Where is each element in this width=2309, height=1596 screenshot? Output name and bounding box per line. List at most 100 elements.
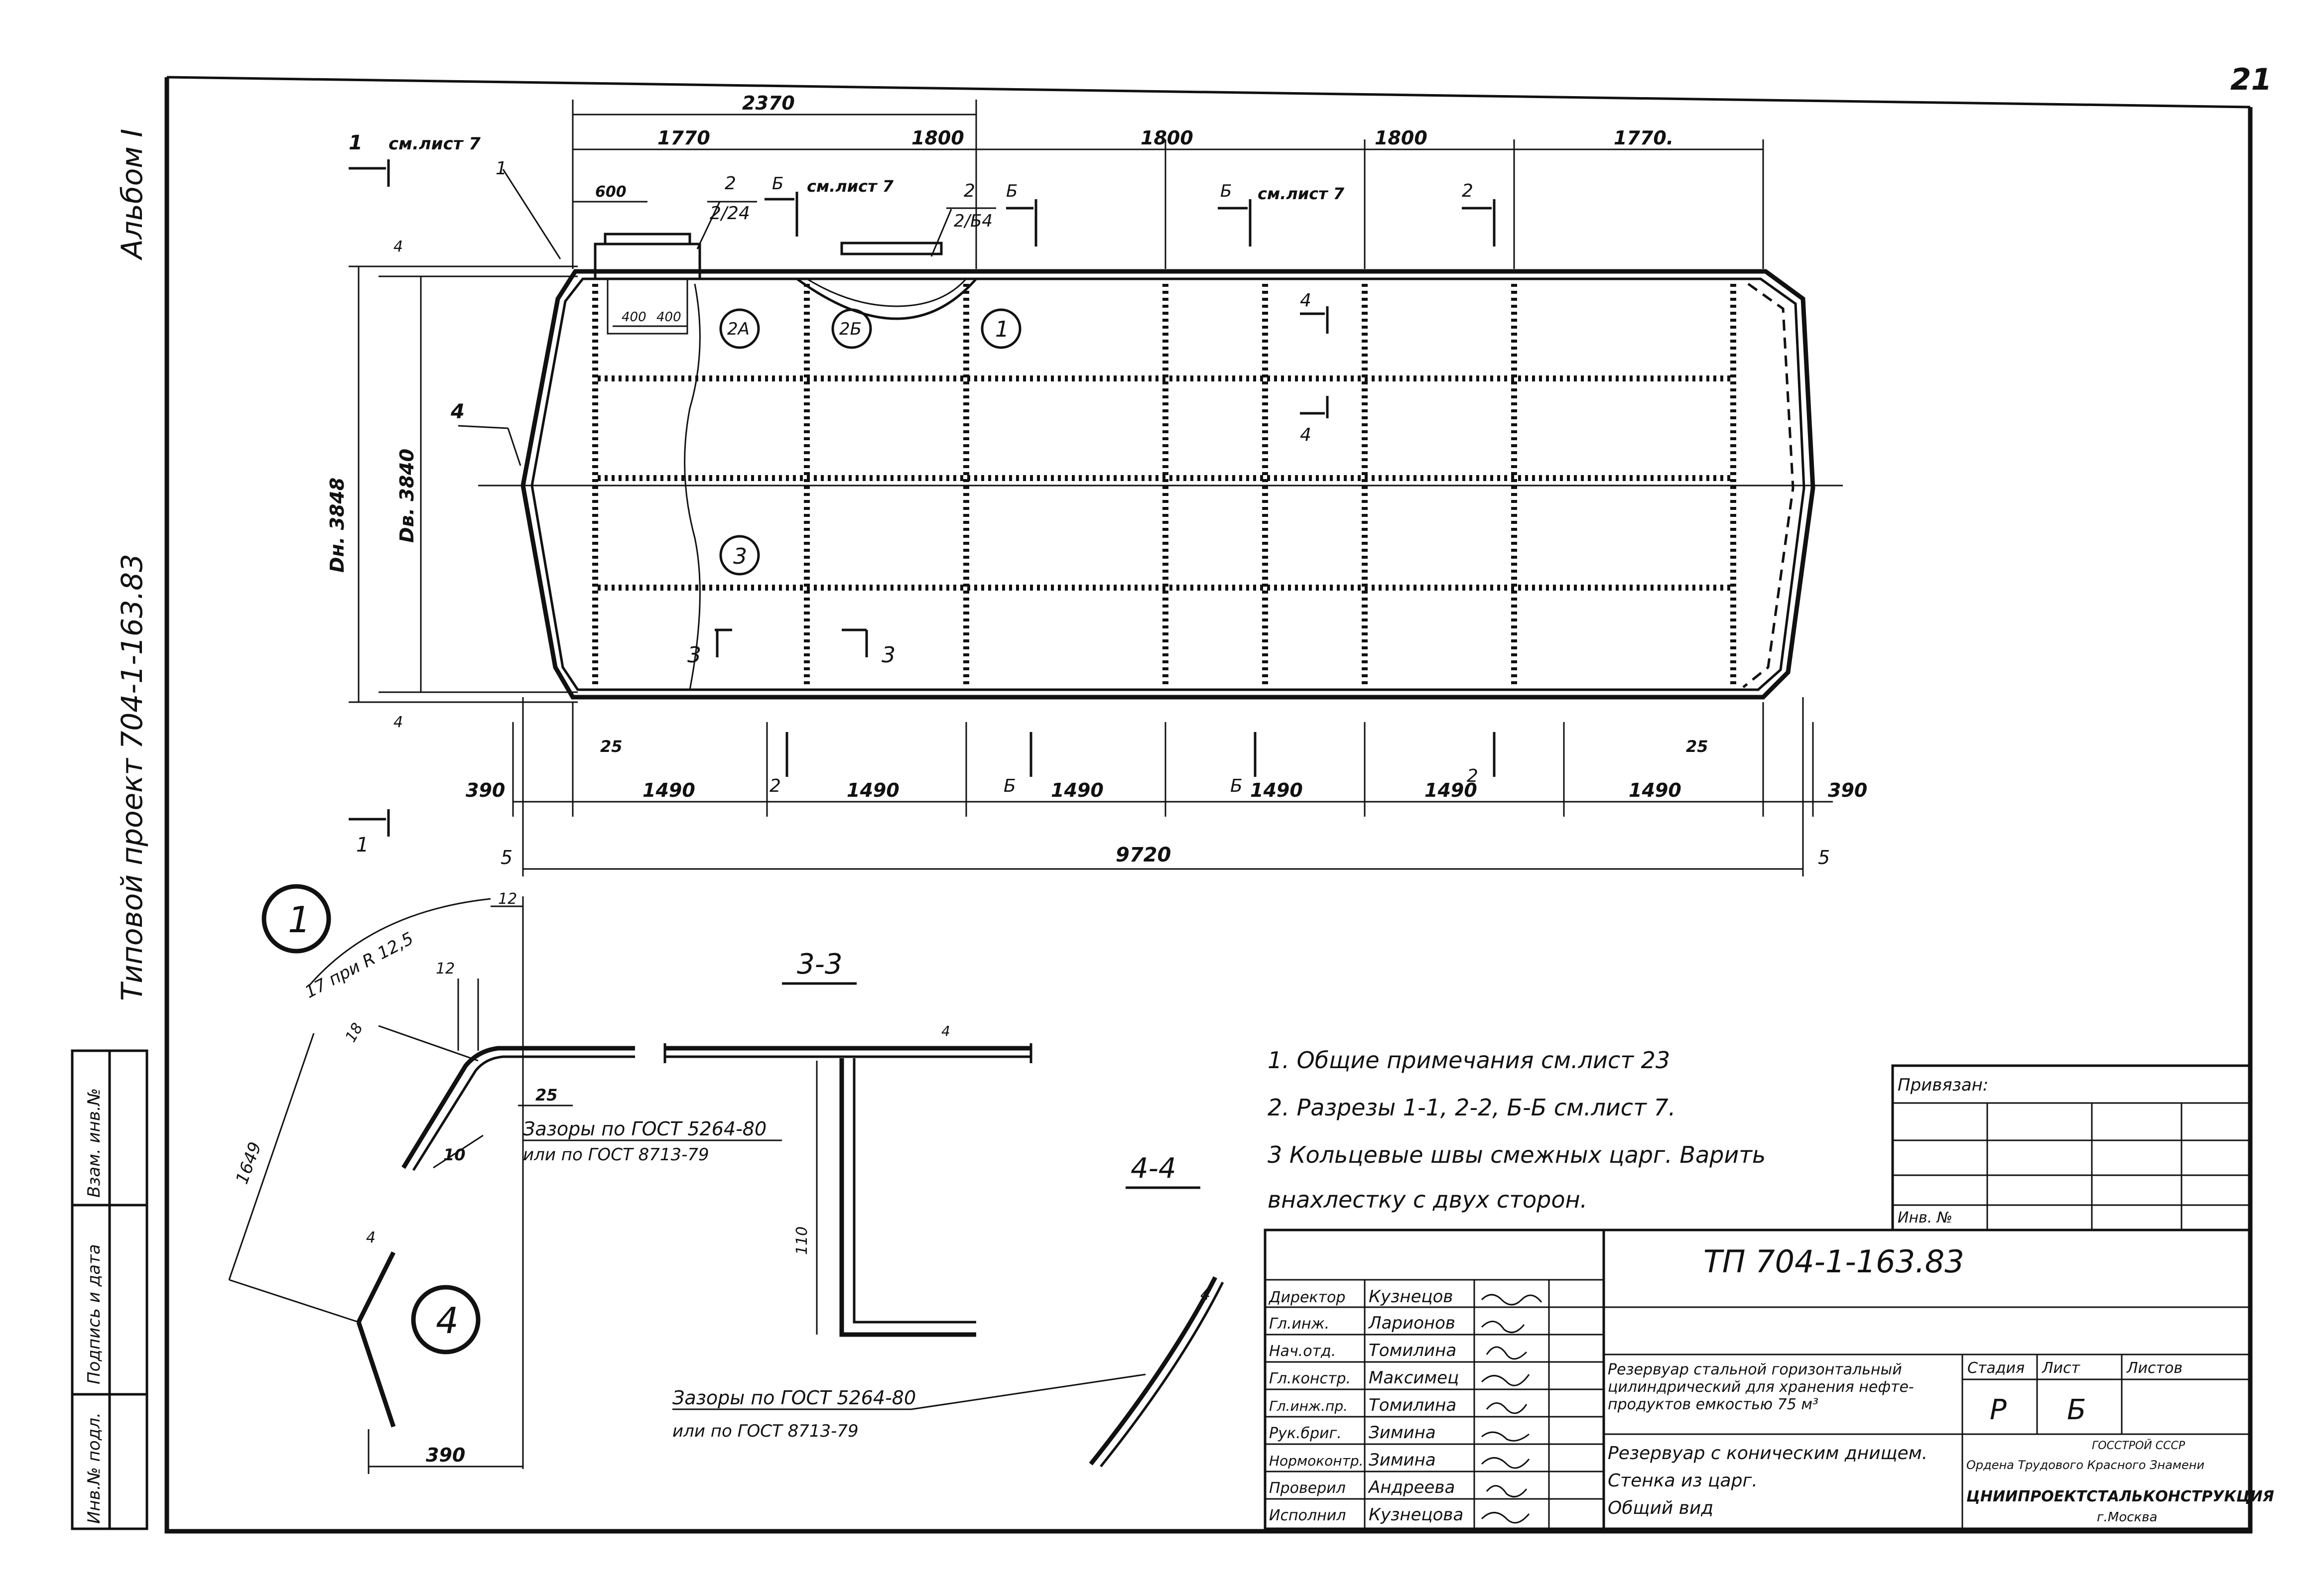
side-stamp-replace: Взам. инв.№ bbox=[84, 1088, 104, 1198]
dim-bottom-3: 1490 bbox=[1051, 779, 1104, 801]
sec-5-right: 5 bbox=[1818, 847, 1830, 868]
staff-name-6: Зимина bbox=[1369, 1450, 1436, 1470]
sec-b-bottom1: Б bbox=[1004, 776, 1016, 796]
note-2: 2. Разрезы 1-1, 2-2, Б-Б см.лист 7. bbox=[1268, 1094, 1675, 1121]
staff-role-6: Нормоконтр. bbox=[1269, 1453, 1364, 1469]
section-4-4-title: 4-4 bbox=[1131, 1152, 1176, 1185]
notes: 1. Общие примечания см.лист 23 2. Разрез… bbox=[1268, 1047, 1766, 1213]
staff-name-3: Максимец bbox=[1369, 1368, 1459, 1388]
dim-top-0: 2370 bbox=[742, 92, 795, 114]
detail-1-dim-12b: 12 bbox=[436, 960, 455, 978]
main-view: 2А 2Б 1 3 2370 1770 1800 1800 1800 1770.… bbox=[326, 92, 1867, 876]
section-3-3-dim-110: 110 bbox=[793, 1227, 811, 1255]
detail-1-gap-note2: или по ГОСТ 8713-79 bbox=[523, 1145, 709, 1165]
dim-600: 600 bbox=[595, 183, 627, 201]
staff-role-0: Директор bbox=[1268, 1289, 1345, 1306]
project-side-title: Типовой проект 704-1-163.83 bbox=[115, 554, 149, 1001]
staff-name-5: Зимина bbox=[1369, 1423, 1436, 1443]
detail-1-dim-12a: 12 bbox=[498, 890, 517, 908]
sec-2-top-ref: 2/24 bbox=[710, 203, 750, 224]
tb-inv-no: Инв. № bbox=[1898, 1209, 1952, 1227]
section-3-3-title: 3-3 bbox=[797, 948, 842, 981]
dim-4-bottom: 4 bbox=[393, 714, 403, 731]
dim-bottom-2: 1490 bbox=[847, 779, 899, 801]
tb-stage-label: Стадия bbox=[1967, 1359, 2025, 1377]
staff-role-2: Нач.отд. bbox=[1269, 1343, 1336, 1360]
album-label: Альбом I bbox=[115, 129, 149, 261]
sec-1-ref: см.лист 7 bbox=[388, 134, 481, 154]
side-stamp-sign: Подпись и дата bbox=[84, 1244, 104, 1384]
detail-1-marker: 1 bbox=[288, 899, 311, 941]
dim-top-4: 1800 bbox=[1375, 127, 1427, 149]
callout-1c: 1 bbox=[995, 317, 1009, 342]
detail-1: 1 17 при R 12,5 12 12 18 25 1649 10 4 4 … bbox=[228, 884, 782, 1474]
tb-sheet-title-0: Резервуар с коническим днищем. bbox=[1608, 1443, 1927, 1464]
sec-5-left: 5 bbox=[501, 847, 513, 868]
section-3-3-dim-4: 4 bbox=[941, 1023, 950, 1039]
sec-3-label-a: 3 bbox=[687, 642, 701, 668]
staff-name-8: Кузнецова bbox=[1369, 1505, 1463, 1525]
dim-top-3: 1800 bbox=[1141, 127, 1193, 149]
detail-1-gap-note1: Зазоры по ГОСТ 5264-80 bbox=[523, 1118, 767, 1140]
tb-desc-line-0: Резервуар стальной горизонтальный bbox=[1608, 1361, 1902, 1378]
detail-1-dim-390: 390 bbox=[426, 1444, 465, 1466]
note-3: 3 Кольцевые швы смежных царг. Варить bbox=[1268, 1141, 1766, 1168]
staff-role-1: Гл.инж. bbox=[1269, 1315, 1329, 1333]
sec-2c-label: 2 bbox=[1462, 181, 1473, 201]
dim-bottom-4: 1490 bbox=[1250, 779, 1303, 801]
sec-2-top-label: 2 bbox=[725, 173, 736, 194]
staff-role-8: Исполнил bbox=[1269, 1507, 1346, 1524]
detail-1-dim-1649: 1649 bbox=[232, 1139, 265, 1187]
dim-bottom-6: 1490 bbox=[1629, 779, 1681, 801]
sec-b3-ref: см.лист 7 bbox=[1258, 184, 1345, 203]
note-1: 1. Общие примечания см.лист 23 bbox=[1268, 1047, 1670, 1074]
tb-sheets-label: Листов bbox=[2126, 1359, 2182, 1377]
tb-desc-line-1: цилиндрический для хранения нефте- bbox=[1608, 1378, 1914, 1396]
staff-role-7: Проверил bbox=[1269, 1479, 1346, 1497]
callout-1-leader: 1 bbox=[496, 158, 507, 179]
dim-overall: 9720 bbox=[1116, 844, 1171, 866]
sec-1-label: 1 bbox=[349, 131, 363, 154]
sec-b2-label: Б bbox=[1006, 181, 1018, 201]
tb-sheet-title-1: Стенка из царг. bbox=[1608, 1471, 1758, 1491]
dim-top-5: 1770. bbox=[1614, 127, 1673, 149]
dim-4-top: 4 bbox=[393, 238, 403, 255]
callout-2a: 2А bbox=[727, 319, 750, 339]
note-3b: внахлестку с двух сторон. bbox=[1268, 1186, 1587, 1213]
sec-1-bottom: 1 bbox=[356, 834, 369, 857]
tb-privyazan: Привязан: bbox=[1898, 1075, 1988, 1095]
staff-name-2: Томилина bbox=[1369, 1341, 1456, 1360]
sec-2-bottom2: 2 bbox=[1467, 766, 1478, 786]
staff-role-5: Рук.бриг. bbox=[1269, 1425, 1342, 1442]
callout-3c: 3 bbox=[733, 544, 747, 569]
tb-org-line2: Ордена Трудового Красного Знамени bbox=[1966, 1458, 2204, 1472]
sec-b3-label: Б bbox=[1220, 181, 1232, 201]
sec-4-label-b: 4 bbox=[1300, 425, 1311, 445]
staff-name-0: Кузнецов bbox=[1369, 1287, 1453, 1307]
detail-1-dim-4: 4 bbox=[366, 1229, 376, 1246]
dim-top-1: 1770 bbox=[657, 127, 710, 149]
staff-name-4: Томилина bbox=[1369, 1395, 1456, 1415]
sec-2b-label: 2 bbox=[964, 181, 975, 201]
tb-desc-line-2: продуктов емкостью 75 м³ bbox=[1608, 1396, 1818, 1413]
side-stamp-inv: Инв.№ подл. bbox=[84, 1412, 104, 1524]
tb-stage-value: Р bbox=[1990, 1394, 2007, 1426]
signatures bbox=[1481, 1294, 1542, 1524]
section-3-3: 3-3 4 110 Зазоры по ГОСТ 5264-80 или по … bbox=[663, 948, 1146, 1441]
dim-25-left: 25 bbox=[600, 737, 623, 756]
tb-sheet-label: Лист bbox=[2042, 1359, 2081, 1377]
tb-sheet-title-2: Общий вид bbox=[1608, 1498, 1713, 1518]
tb-code: ТП 704-1-163.83 bbox=[1703, 1243, 1964, 1280]
callout-2b: 2Б bbox=[839, 319, 862, 339]
section-4-4-dim-4: 4 bbox=[1200, 1285, 1210, 1304]
side-stamp: Взам. инв.№ Подпись и дата Инв.№ подл. bbox=[71, 1049, 148, 1530]
tb-org-city: г.Москва bbox=[2097, 1510, 2158, 1525]
sec-b-top-ref: см.лист 7 bbox=[807, 177, 894, 196]
dim-bottom-1: 1490 bbox=[642, 779, 695, 801]
dim-bottom-0: 390 bbox=[466, 779, 505, 801]
section-3-3-gap-note2: или по ГОСТ 8713-79 bbox=[672, 1421, 859, 1441]
sec-3-label-b: 3 bbox=[882, 642, 896, 668]
tb-org-name: ЦНИИПРОЕКТСТАЛЬКОНСТРУКЦИЯ bbox=[1966, 1488, 2274, 1505]
sec-2b-ref: 2/Б4 bbox=[954, 211, 993, 231]
